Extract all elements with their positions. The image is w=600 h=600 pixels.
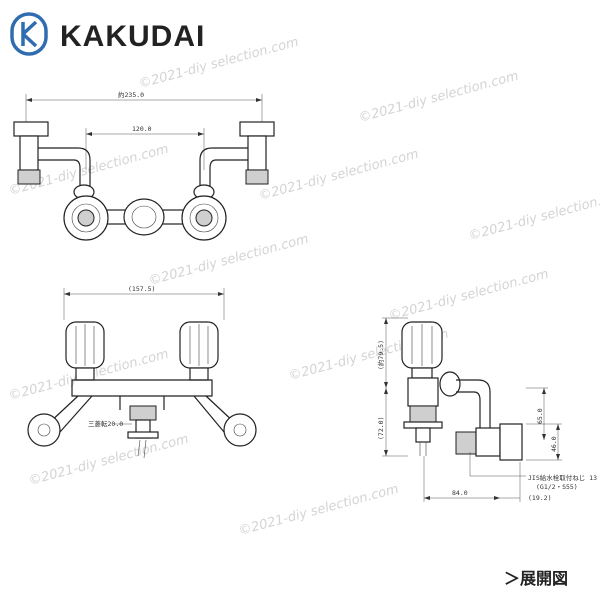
dimension-width: (157.5) xyxy=(63,285,225,320)
dimension-72: (72.0) xyxy=(377,388,408,457)
dimension-label: 46.0 xyxy=(550,436,558,452)
kakudai-emblem-icon xyxy=(10,12,48,56)
left-valve-wheel xyxy=(63,195,109,241)
front-view: (157.5) xyxy=(27,285,257,459)
side-view: (約79.5) (72.0) 6 xyxy=(376,317,597,502)
left-inlet-nut xyxy=(13,121,49,137)
wall-flange xyxy=(499,423,523,461)
dimension-84: 84.0 xyxy=(424,489,500,500)
dimension-height: (約79.5) xyxy=(376,317,408,388)
jis-note: JIS給水栓取付ねじ 13 xyxy=(528,473,597,482)
right-valve-wheel xyxy=(181,195,227,241)
dimension-label: 三菱転20.0 xyxy=(88,419,123,428)
dimension-label: (19.2) xyxy=(528,494,551,502)
dimension-65: 65.0 xyxy=(526,387,548,440)
dimension-label: (約79.5) xyxy=(376,340,385,370)
left-wall-flange xyxy=(27,413,61,447)
watermark-text: ©2021-diy selection.com xyxy=(237,482,400,539)
dimension-center: 120.0 xyxy=(85,125,205,170)
watermark-text: ©2021-diy selection.com xyxy=(357,69,520,126)
dimension-46: 46.0 xyxy=(526,423,562,461)
right-inlet-nut xyxy=(239,121,275,137)
right-handle xyxy=(179,321,219,381)
dimension-label: 84.0 xyxy=(452,489,468,497)
kakudai-logo: KAKUDAI xyxy=(10,12,205,56)
watermark-text: ©2021-diy selection.com xyxy=(387,267,550,324)
dimension-label: 65.0 xyxy=(536,408,544,424)
center-body xyxy=(123,198,165,236)
top-view: 約235.0 120.0 xyxy=(13,90,275,241)
jis-sub-note: (G1/2・S55) xyxy=(536,483,578,491)
dimension-19: (19.2) xyxy=(500,494,551,502)
spout-nut xyxy=(129,405,157,421)
watermark-text: ©2021-diy selection.com xyxy=(257,147,420,204)
dimension-overall: 約235.0 xyxy=(25,90,263,130)
dimension-label: 約235.0 xyxy=(118,90,144,99)
dimension-label: (72.0) xyxy=(377,417,385,440)
brand-name: KAKUDAI xyxy=(60,20,205,53)
view-tag: ＞展開図 xyxy=(504,569,568,588)
watermark-text: ©2021-diy selection.com xyxy=(147,232,310,289)
left-handle xyxy=(65,321,105,381)
dimension-label: 120.0 xyxy=(132,125,152,133)
inlet-thread xyxy=(455,431,477,455)
right-wall-flange xyxy=(223,413,257,447)
watermark-text: ©2021-diy selection.com xyxy=(467,187,600,244)
dimension-label: (157.5) xyxy=(128,285,155,293)
watermark-layer: ©2021-diy selection.com ©2021-diy select… xyxy=(7,35,600,539)
